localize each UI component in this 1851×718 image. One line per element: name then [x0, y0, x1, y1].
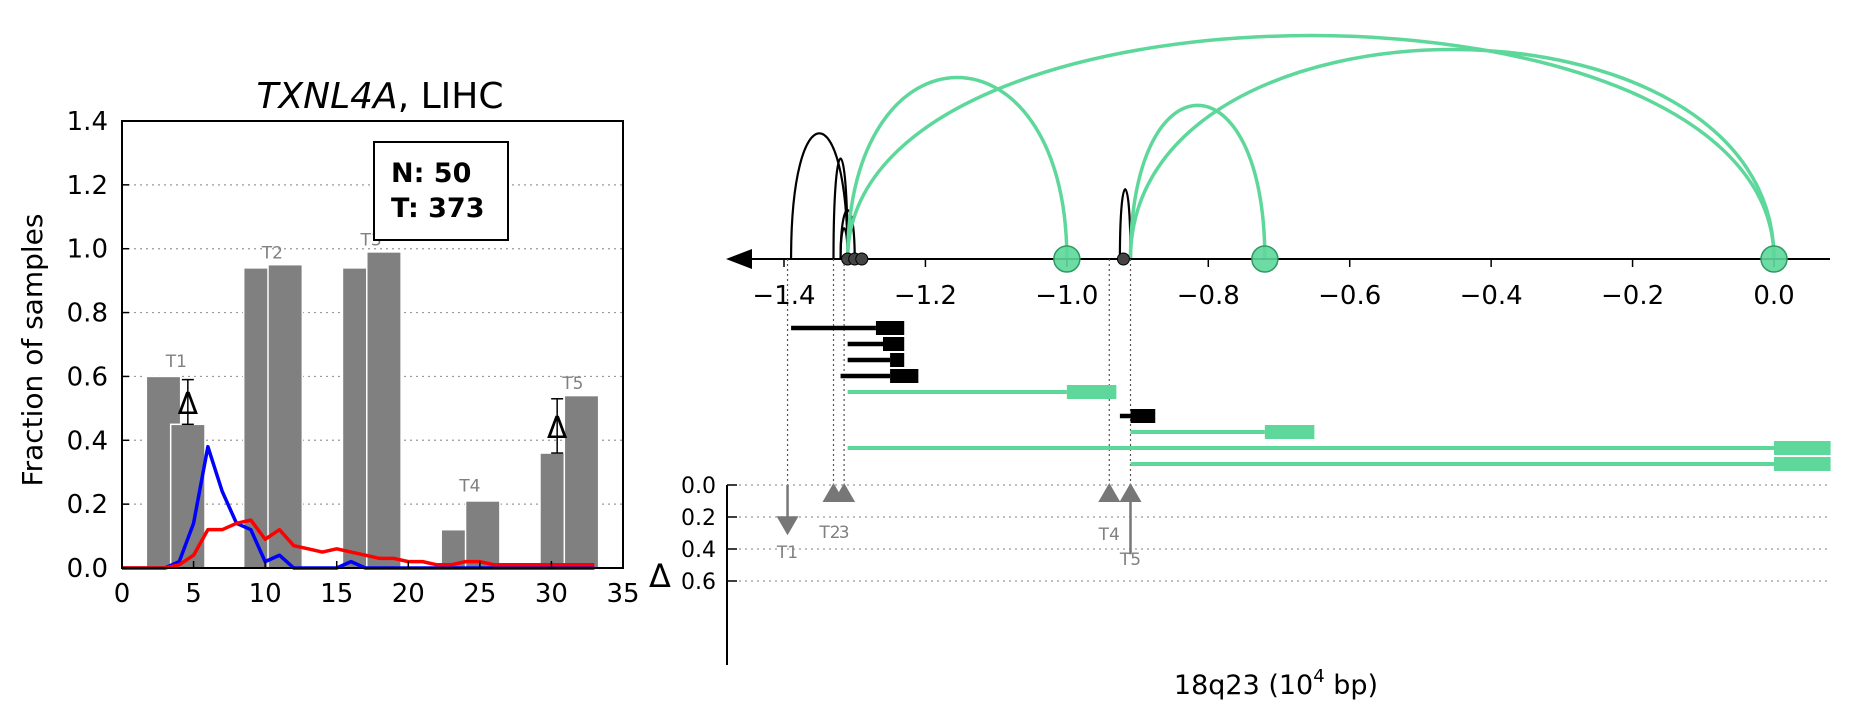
transcript-exon — [890, 369, 919, 383]
genome-tick-label: −0.8 — [1177, 281, 1240, 311]
delta-marker: Δ — [547, 411, 568, 446]
black-node — [855, 252, 869, 266]
genome-tick-label: −0.6 — [1318, 281, 1381, 311]
legend-tumor-count: T: 373 — [391, 193, 485, 224]
y-tick-label: 0.6 — [67, 362, 108, 392]
bar-chart: TXNL4A, LIHC Fraction of samples T1T2T3T… — [16, 76, 640, 609]
delta-arrow-label: T4 — [1098, 525, 1120, 545]
transcript-exon — [1774, 441, 1831, 455]
transcript-exon — [890, 353, 905, 367]
delta-arrow-label: T5 — [1119, 550, 1141, 570]
delta-arrow-label: T2 — [818, 523, 840, 543]
y-tick-label: 1.4 — [67, 107, 108, 137]
genome-tick-label: −0.2 — [1601, 281, 1664, 311]
genome-tick-label: −1.4 — [752, 281, 815, 311]
x-tick-label: 10 — [249, 579, 282, 609]
black-arc — [789, 132, 849, 260]
green-node — [1251, 245, 1279, 273]
chart-title-suffix: , LIHC — [398, 76, 504, 117]
y-tick-label: 0.0 — [67, 554, 108, 584]
y-tick-label: 0.4 — [67, 426, 108, 456]
black-arc — [832, 157, 849, 260]
y-axis-label: Fraction of samples — [16, 214, 49, 487]
genome-tick-label: −1.0 — [1035, 281, 1098, 311]
connection-arcs — [789, 33, 1776, 260]
left-delta-markers: ΔΔ — [178, 378, 568, 454]
axes-frame — [121, 120, 624, 569]
transcript-exon — [1130, 409, 1156, 423]
genome-tick-label: −1.2 — [894, 281, 957, 311]
green-arc — [1128, 103, 1267, 260]
delta-arrow-up-icon — [833, 483, 856, 502]
delta-marker: Δ — [178, 387, 199, 422]
bar-label: T5 — [561, 374, 583, 394]
bar-label: T2 — [261, 243, 283, 263]
delta-tick-label: 0.4 — [681, 538, 716, 563]
bar — [366, 251, 402, 569]
legend-normal-count: N: 50 — [391, 158, 471, 189]
green-node — [1760, 245, 1788, 273]
bar — [563, 394, 600, 569]
transcript-tracks — [791, 321, 1831, 471]
delta-arrow-down-icon — [776, 516, 799, 536]
y-tick-label: 1.0 — [67, 235, 108, 265]
green-arc — [1128, 47, 1776, 260]
strand-arrow-icon — [726, 249, 752, 269]
x-tick-label: 25 — [463, 579, 496, 609]
junction-nodes — [841, 245, 1788, 273]
delta-tick-label: 0.6 — [681, 570, 716, 595]
delta-arrow-up-icon — [1119, 483, 1142, 502]
genome-tick-label: −0.4 — [1460, 281, 1523, 311]
delta-arrow-label: 3 — [839, 523, 850, 543]
chart-title-gene: TXNL4A — [257, 76, 398, 117]
bar-label: T4 — [458, 476, 480, 496]
series-line — [122, 518, 595, 570]
delta-arrow-up-icon — [1098, 483, 1121, 502]
genome-axis-label-sup: 4 — [1313, 666, 1324, 687]
transcript-exon — [1264, 425, 1315, 439]
delta-arrow-label: T1 — [776, 543, 798, 563]
bar — [464, 500, 501, 569]
genome-axis: −1.4 −1.2 −1.0 −0.8 −0.6 −0.4 −0.2 0.0 — [726, 249, 1830, 311]
x-tick-label: 0 — [114, 579, 131, 609]
green-node — [1053, 245, 1081, 273]
transcript-exon — [1774, 457, 1831, 471]
y-tick-label: 1.2 — [67, 171, 108, 201]
x-tick-label: 35 — [606, 579, 639, 609]
x-tick-label: 15 — [320, 579, 353, 609]
genome-axis-label-main: 18q23 (10 — [1174, 670, 1313, 701]
delta-tick-label: 0.2 — [681, 506, 716, 531]
legend-box-frame — [373, 141, 509, 241]
delta-axis-label: Δ — [649, 557, 671, 595]
delta-tick-label: 0.0 — [681, 474, 716, 499]
genome-axis-label: 18q23 (104 bp) — [1174, 666, 1378, 701]
green-arc — [845, 75, 1069, 260]
left-ticks: 0 5 10 15 20 25 30 35 0.0 0.2 0.4 0.6 0.8 1.0 1.2 1.4 — [67, 107, 640, 609]
y-tick-label: 0.2 — [67, 490, 108, 520]
bar-label: T1 — [165, 352, 187, 372]
transcript-exon — [875, 321, 905, 335]
x-tick-label: 20 — [392, 579, 425, 609]
bar — [267, 263, 304, 569]
legend-box: N: 50 T: 373 — [373, 141, 509, 241]
genome-axis-label-tail: bp) — [1325, 670, 1378, 701]
x-tick-label: 30 — [535, 579, 568, 609]
genome-tick-label: 0.0 — [1753, 281, 1794, 311]
transcript-exon — [883, 337, 905, 351]
y-tick-label: 0.8 — [67, 299, 108, 329]
left-axes-frame — [121, 120, 624, 569]
chart-title: TXNL4A, LIHC — [257, 76, 504, 117]
transcript-exon — [1066, 385, 1117, 399]
green-arc — [845, 33, 1776, 260]
x-tick-label: 5 — [185, 579, 202, 609]
black-node — [1116, 252, 1130, 266]
